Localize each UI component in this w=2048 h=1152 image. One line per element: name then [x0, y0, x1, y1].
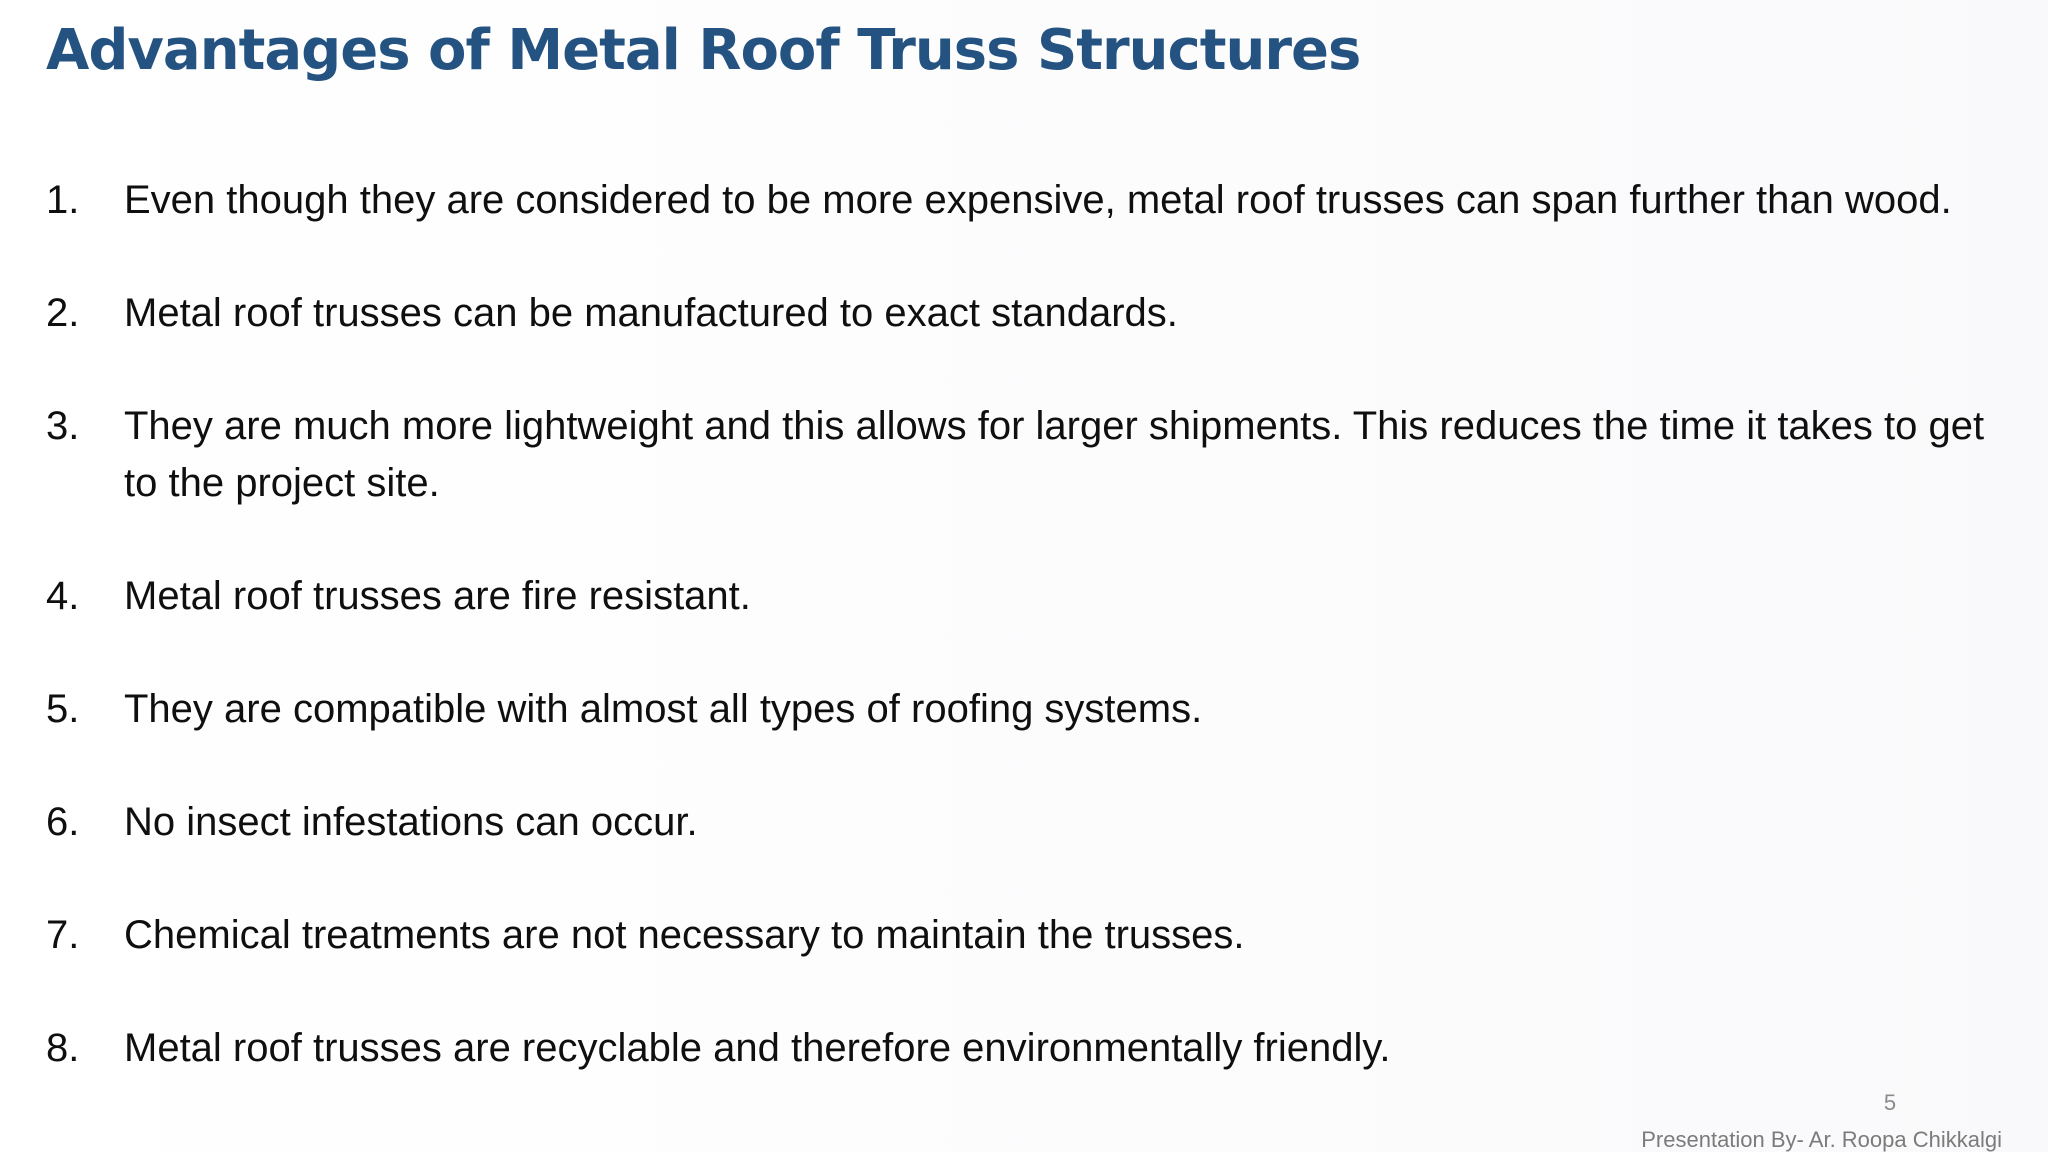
item-number: 2. — [46, 291, 80, 335]
item-text: Metal roof trusses are fire resistant. — [124, 574, 751, 618]
list-item: 1. Even though they are considered to be… — [46, 172, 2026, 229]
list-item: 4. Metal roof trusses are fire resistant… — [46, 568, 2026, 625]
item-number: 6. — [46, 800, 80, 844]
advantages-list: 1. Even though they are considered to be… — [46, 172, 2026, 1077]
item-text: They are compatible with almost all type… — [124, 687, 1203, 731]
item-number: 5. — [46, 687, 80, 731]
item-text: Metal roof trusses are recyclable and th… — [124, 1026, 1391, 1070]
list-item: 2. Metal roof trusses can be manufacture… — [46, 285, 2026, 342]
list-item: 7. Chemical treatments are not necessary… — [46, 907, 2026, 964]
list-item: 5. They are compatible with almost all t… — [46, 681, 2026, 738]
slide-title: Advantages of Metal Roof Truss Structure… — [46, 18, 1361, 83]
item-text: Metal roof trusses can be manufactured t… — [124, 291, 1178, 335]
item-text: Chemical treatments are not necessary to… — [124, 913, 1245, 957]
item-number: 4. — [46, 574, 80, 618]
presenter-credit: Presentation By- Ar. Roopa Chikkalgi — [1641, 1127, 2002, 1152]
item-number: 8. — [46, 1026, 80, 1070]
item-number: 1. — [46, 178, 80, 222]
item-number: 3. — [46, 404, 80, 448]
list-item: 6. No insect infestations can occur. — [46, 794, 2026, 851]
item-text: They are much more lightweight and this … — [124, 404, 1985, 505]
item-number: 7. — [46, 913, 80, 957]
page-number: 5 — [1883, 1090, 1897, 1115]
item-text: Even though they are considered to be mo… — [124, 178, 1952, 222]
list-item: 3. They are much more lightweight and th… — [46, 398, 2026, 512]
item-text: No insect infestations can occur. — [124, 800, 698, 844]
list-item: 8. Metal roof trusses are recyclable and… — [46, 1020, 2026, 1077]
